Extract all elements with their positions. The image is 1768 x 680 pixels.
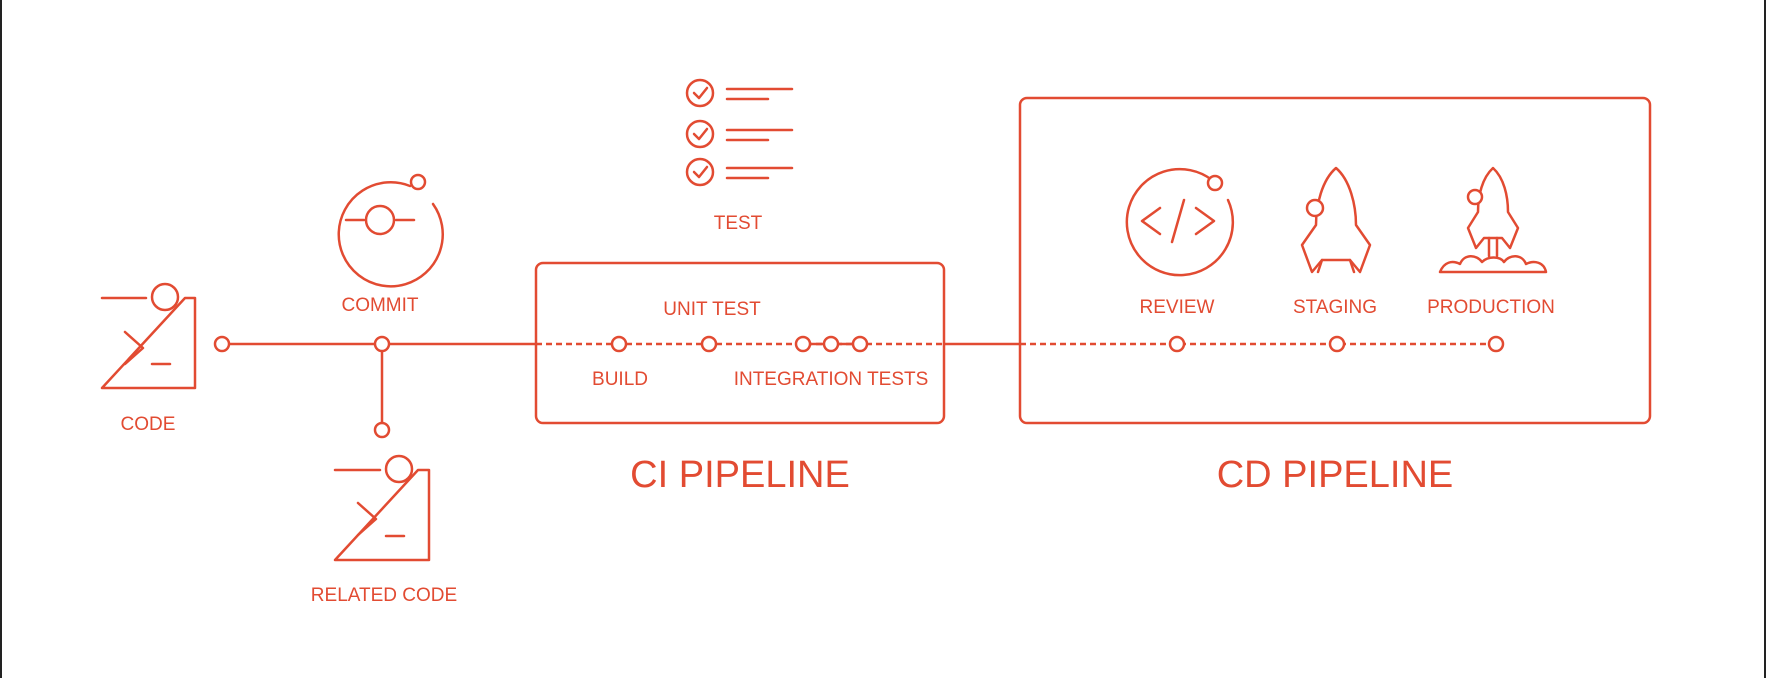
check-mark-1 [692,86,709,100]
check-circle-3 [685,157,715,187]
review-ring-dot [1206,174,1224,192]
staging-label: STAGING [1293,297,1377,318]
checklist-icon [685,78,794,187]
review-label: REVIEW [1140,297,1215,318]
unit-test-label: UNIT TEST [663,299,761,320]
code-icon [100,282,197,390]
rocket-exhaust-left [1316,258,1324,274]
integration-test-node-1 [794,335,812,353]
cd-pipeline-box [1018,96,1652,425]
build-label: BUILD [592,369,648,390]
ci-pipeline-box [534,261,946,425]
production-label: PRODUCTION [1427,297,1555,318]
terminal-frame [333,468,431,562]
terminal-frame [100,296,197,390]
commit-node [373,335,391,353]
code-label: CODE [121,414,176,435]
integration-tests-label: INTEGRATION TESTS [734,369,929,390]
commit-label: COMMIT [341,295,418,316]
staging-node [1328,335,1346,353]
commit-ring-dot [409,173,427,191]
rocket-body [1300,166,1372,274]
code-slash [1170,198,1186,244]
test-label: TEST [714,213,763,234]
prompt-chevron [123,330,145,366]
related-code-label: RELATED CODE [311,585,457,606]
code-bracket-left [1140,206,1162,236]
code-node [213,335,231,353]
check-circle-1 [685,78,715,108]
build-node [610,335,628,353]
code-bracket-right [1194,206,1216,236]
cd-pipeline-title: CD PIPELINE [1217,454,1454,496]
rocket-icon [1300,166,1372,274]
check-mark-2 [692,127,709,141]
rocket-launch-icon [1438,166,1548,274]
integration-test-node-2 [822,335,840,353]
related-code-node [373,421,391,439]
review-node [1168,335,1186,353]
rocket-window [1305,198,1325,218]
launch-rocket-body [1466,166,1520,250]
unit-test-node [700,335,718,353]
commit-icon [337,173,444,288]
commit-ring [337,181,444,288]
launch-smoke-cloud [1438,255,1548,274]
ci-pipeline-title: CI PIPELINE [630,454,850,496]
check-mark-3 [692,165,709,179]
review-ring [1125,167,1235,277]
integration-test-node-3 [851,335,869,353]
prompt-chevron [356,501,378,537]
rocket-exhaust-right [1348,258,1356,274]
launch-rocket-window [1466,188,1484,206]
production-node [1487,335,1505,353]
terminal-knob [384,454,414,484]
code-review-icon [1125,167,1235,277]
commit-center [364,204,396,236]
terminal-knob [150,282,180,312]
related-code-icon [333,454,431,562]
check-circle-2 [685,119,715,149]
